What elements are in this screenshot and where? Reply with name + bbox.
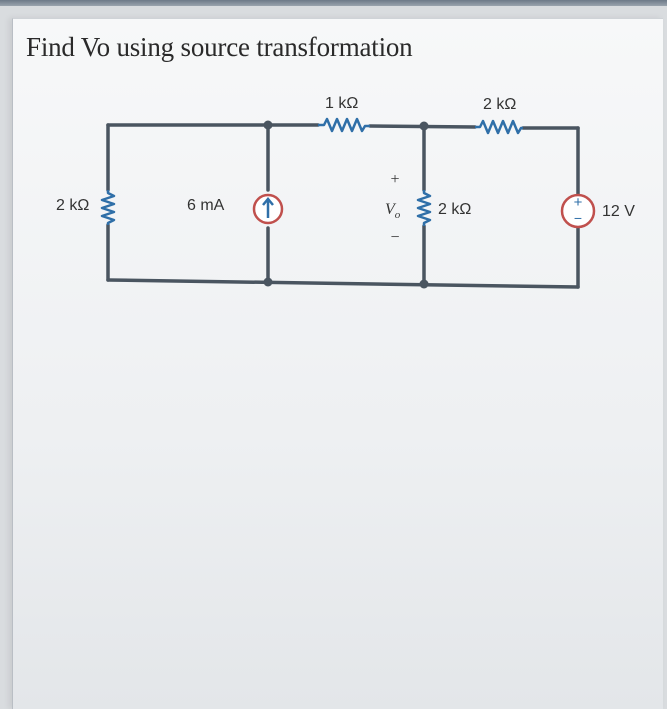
resistor-left — [100, 190, 116, 225]
voltage-source: + − — [560, 193, 596, 229]
question-title: Find Vo using source transformation — [26, 32, 413, 62]
label-middle-resistor: 2 kΩ — [438, 201, 471, 218]
junction-top-middle — [419, 121, 429, 131]
label-top-resistor-2: 2 kΩ — [483, 96, 516, 113]
resistor-middle — [416, 190, 432, 226]
label-top-resistor-1: 1 kΩ — [325, 95, 358, 112]
wire-bottom — [106, 278, 580, 289]
junction-bottom-middle — [419, 279, 429, 289]
voltage-source-plus: + — [574, 194, 583, 211]
junctions — [263, 120, 429, 289]
question-card — [12, 18, 663, 709]
svg-text:Vo: Vo — [385, 201, 401, 221]
vo-minus: − — [390, 229, 399, 246]
current-source — [252, 193, 284, 225]
resistors — [100, 117, 523, 226]
resistor-top-2 — [475, 119, 523, 135]
window-top-edge — [0, 0, 667, 6]
label-voltage-source: 12 V — [602, 203, 635, 220]
junction-top-left — [263, 120, 273, 130]
label-left-resistor: 2 kΩ — [56, 197, 89, 214]
resistor-top-1 — [318, 117, 370, 133]
voltage-source-minus: − — [574, 210, 582, 226]
junction-bottom-left — [263, 277, 273, 287]
label-current-source: 6 mA — [187, 197, 225, 214]
wires — [106, 123, 580, 289]
vo-label: Vo — [385, 201, 401, 221]
vo-plus: + — [390, 171, 399, 188]
